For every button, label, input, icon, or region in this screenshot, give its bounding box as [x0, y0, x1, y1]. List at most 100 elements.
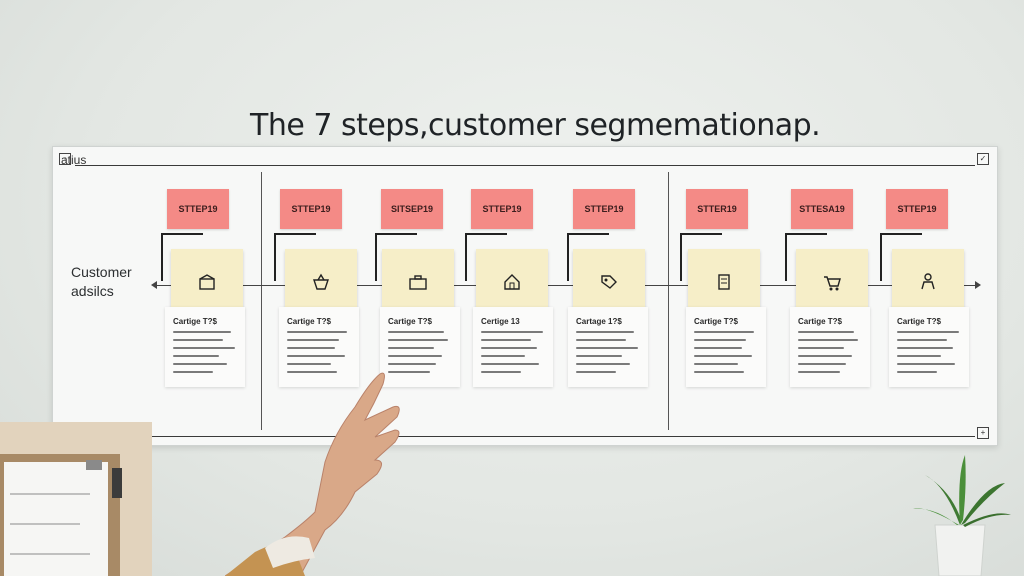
tag-icon [601, 275, 617, 289]
box-icon [199, 274, 215, 290]
card-scribble-line [287, 331, 347, 333]
connector-bracket [880, 233, 922, 281]
connector-bracket [375, 233, 417, 281]
card-scribble-line [388, 355, 442, 357]
card-title: Cartige T?$ [388, 317, 433, 326]
card-scribble-line [694, 339, 746, 341]
poster-title: The 7 steps,customer segmemationap. [250, 108, 821, 143]
step-detail-card: Certige 13 [473, 307, 553, 387]
arrow-left-icon [151, 281, 157, 289]
card-scribble-line [287, 339, 339, 341]
step-detail-card: Cartage 1?$ [568, 307, 648, 387]
card-scribble-line [388, 339, 448, 341]
card-scribble-line [798, 339, 858, 341]
step-detail-card: Cartige T?$ [790, 307, 870, 387]
card-scribble-line [897, 363, 955, 365]
card-title: Cartige T?$ [694, 317, 739, 326]
step-detail-card: Cartige T?$ [889, 307, 969, 387]
card-scribble-line [576, 371, 616, 373]
card-scribble-line [388, 371, 430, 373]
card-scribble-line [287, 371, 337, 373]
card-title: Cartage 1?$ [576, 317, 622, 326]
hand-illustration [225, 372, 400, 576]
step-tag-note: STTEP19 [280, 189, 342, 229]
card-scribble-line [173, 355, 219, 357]
card-scribble-line [798, 331, 854, 333]
connector-bracket [785, 233, 827, 281]
card-scribble-line [173, 339, 223, 341]
step-icon-note [573, 249, 645, 315]
card-scribble-line [173, 347, 235, 349]
card-scribble-line [388, 363, 436, 365]
connector-bracket [680, 233, 722, 281]
card-scribble-line [481, 339, 531, 341]
card-scribble-line [798, 363, 846, 365]
step-tag-note: STTESA19 [791, 189, 853, 229]
row-label-line1: Customer [71, 264, 132, 280]
step-detail-card: Cartige T?$ [165, 307, 245, 387]
card-scribble-line [388, 331, 444, 333]
step-tag-note: STTER19 [686, 189, 748, 229]
whiteboard: atius ▫ ✓ ▫ + Customer adsilcs STTEP19Ca… [52, 146, 998, 446]
card-scribble-line [481, 371, 521, 373]
step-tag-note: STTEP19 [573, 189, 635, 229]
card-scribble-line [897, 339, 947, 341]
card-scribble-line [694, 355, 752, 357]
step-detail-card: Cartige T?$ [686, 307, 766, 387]
step-tag-note: SITSEP19 [381, 189, 443, 229]
document-icon [718, 274, 730, 290]
step-icon-note [892, 249, 964, 315]
card-scribble-line [897, 371, 937, 373]
card-scribble-line [287, 347, 335, 349]
card-scribble-line [576, 331, 634, 333]
house-icon [504, 274, 520, 290]
card-scribble-line [173, 371, 213, 373]
card-scribble-line [576, 347, 638, 349]
card-scribble-line [481, 347, 537, 349]
card-scribble-line [798, 371, 840, 373]
card-scribble-line [173, 331, 231, 333]
checkmark-icon: ✓ [977, 153, 989, 165]
step-detail-card: Cartige T?$ [380, 307, 460, 387]
corner-mark-top-left: ▫ [59, 153, 71, 165]
connector-bracket [274, 233, 316, 281]
step-icon-note [171, 249, 243, 315]
section-divider [668, 172, 669, 430]
footer-rule [75, 436, 975, 437]
card-scribble-line [694, 371, 744, 373]
connector-bracket [567, 233, 609, 281]
step-icon-note [382, 249, 454, 315]
section-divider [261, 172, 262, 430]
card-scribble-line [287, 363, 331, 365]
card-title: Certige 13 [481, 317, 520, 326]
board-header-label: atius [61, 153, 87, 167]
card-scribble-line [798, 347, 844, 349]
card-scribble-line [694, 331, 754, 333]
card-scribble-line [576, 363, 630, 365]
timeline-line [153, 285, 979, 286]
card-scribble-line [481, 331, 543, 333]
row-label: Customer adsilcs [71, 263, 132, 301]
potted-plant-illustration [913, 455, 1011, 576]
step-detail-card: Cartige T?$ [279, 307, 359, 387]
card-scribble-line [481, 355, 525, 357]
basket-icon [313, 273, 329, 290]
header-rule [75, 165, 975, 166]
step-tag-note: STTEP19 [471, 189, 533, 229]
step-icon-note [285, 249, 357, 315]
corner-mark-bottom-right: + [977, 427, 989, 439]
card-scribble-line [897, 331, 959, 333]
cart-icon [824, 276, 841, 291]
card-scribble-line [576, 355, 622, 357]
briefcase-icon [409, 275, 427, 290]
card-scribble-line [287, 355, 345, 357]
card-title: Cartige T?$ [173, 317, 218, 326]
card-title: Cartige T?$ [287, 317, 332, 326]
card-title: Cartige T?$ [897, 317, 942, 326]
card-scribble-line [576, 339, 626, 341]
step-icon-note [688, 249, 760, 315]
card-scribble-line [694, 363, 738, 365]
person-icon [921, 273, 935, 290]
card-scribble-line [897, 347, 953, 349]
connector-bracket [161, 233, 203, 281]
